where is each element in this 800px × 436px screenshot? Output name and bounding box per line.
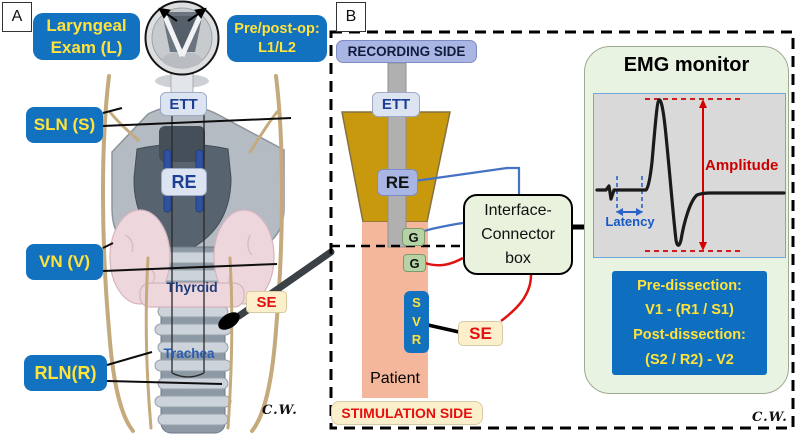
latency-arrowhead-left [616, 208, 623, 216]
ett-text-b: ETT [381, 96, 411, 113]
ett-text-a: ETT [169, 95, 198, 113]
ett-label-b: ETT [372, 92, 420, 117]
se-label-b: SE [458, 321, 503, 346]
signature-b-text: C.W. [752, 410, 788, 425]
laryngoscopy-view-icon [144, 0, 220, 76]
ett-tube-b [387, 62, 407, 248]
re-label-b: RE [377, 169, 418, 196]
trachea-text: Trachea [163, 346, 215, 361]
latency-text: Latency [605, 214, 655, 229]
se-text-b: SE [469, 323, 492, 343]
panel-b-tag: B [336, 2, 366, 32]
svr-s: S [412, 294, 421, 310]
ground-bottom-text: G [409, 255, 420, 271]
recording-side-label: RECORDING SIDE [336, 40, 477, 63]
pre-dissection-title: Pre-dissection: [637, 277, 742, 294]
ground-top-text: G [408, 229, 419, 245]
latency-arrowhead-right [636, 208, 643, 216]
ett-label-a: ETT [160, 92, 207, 116]
trachea-label: Trachea [139, 346, 239, 361]
amplitude-label: Amplitude [705, 157, 778, 174]
emg-monitor-title: EMG monitor [584, 54, 789, 77]
signature-a: C.W. [262, 403, 298, 418]
label-pointer-lines [102, 107, 292, 385]
patient-label: Patient [362, 370, 428, 388]
neck-anatomy-illustration [101, 65, 335, 434]
post-dissection-formula: (S2 / R2) - V2 [645, 351, 734, 368]
ground-bottom-wire [424, 256, 464, 267]
amplitude-text: Amplitude [705, 157, 779, 174]
interface-line1: Interface- [484, 201, 552, 219]
amplitude-arrowhead-top [699, 99, 707, 108]
connection-wires [414, 166, 586, 334]
emg-waveform [595, 98, 786, 247]
pre-post-op-label: Pre/post-op: L1/L2 [227, 15, 327, 62]
svr-r: R [411, 332, 422, 348]
signature-a-text: C.W. [262, 403, 298, 418]
vocal-fold-arrows-icon [158, 7, 207, 22]
thyroid-gland [109, 209, 275, 308]
re-wire [414, 166, 521, 197]
panel-a-tag-text: A [11, 8, 23, 25]
re-text-a: RE [171, 171, 197, 192]
pre-post-op-line2: L1/L2 [258, 39, 296, 56]
latency-markers [616, 176, 643, 213]
vn-label: VN (V) [26, 244, 103, 280]
recording-side-text: RECORDING SIDE [347, 44, 466, 59]
svr-v: V [412, 313, 421, 329]
pre-post-op-line1: Pre/post-op: [234, 21, 320, 38]
ground-electrode-top: G [402, 228, 425, 246]
interface-line3: box [505, 249, 531, 267]
emg-waveform-plot [595, 98, 786, 252]
laryngeal-exam-line2: Exam (L) [50, 37, 123, 57]
signature-b: C.W. [752, 410, 788, 425]
panel-a-tag: A [2, 2, 32, 32]
re-label-a: RE [161, 168, 207, 196]
re-text-b: RE [385, 172, 410, 192]
patient-text: Patient [370, 370, 420, 387]
laryngeal-exam-label: Laryngeal Exam (L) [33, 13, 140, 60]
panel-b-border [329, 30, 795, 430]
thyroid-text: Thyroid [166, 279, 218, 295]
interface-line2: Connector [481, 225, 555, 243]
svr-stimulator-label: S V R [404, 291, 429, 353]
se-text-a: SE [256, 293, 277, 311]
sln-text: SLN (S) [33, 115, 96, 135]
ground-top-wire [423, 221, 464, 233]
panel-b-tag-text: B [345, 8, 357, 25]
thyroid-label: Thyroid [142, 279, 242, 295]
laryngeal-exam-line1: Laryngeal [46, 16, 127, 36]
ground-electrode-bottom: G [403, 254, 426, 272]
pre-dissection-formula: V1 - (R1 / S1) [645, 302, 734, 319]
stimulation-side-text: STIMULATION SIDE [341, 405, 473, 421]
emg-title-text: EMG monitor [623, 54, 750, 76]
latency-label: Latency [598, 214, 662, 229]
post-dissection-title: Post-dissection: [633, 327, 746, 343]
interface-connector-box: Interface- Connector box [463, 194, 573, 275]
se-wire [500, 274, 533, 322]
rln-label: RLN(R) [24, 355, 107, 391]
dissection-formula-box: Pre-dissection: V1 - (R1 / S1) Post-diss… [612, 271, 767, 375]
se-label-a: SE [246, 291, 287, 313]
rln-text: RLN(R) [34, 362, 97, 383]
vn-text: VN (V) [39, 252, 90, 272]
emg-screen [593, 93, 786, 258]
svr-se-cable [427, 323, 460, 334]
stimulation-side-label: STIMULATION SIDE [331, 401, 483, 425]
sln-label: SLN (S) [26, 107, 103, 143]
amplitude-arrowhead-bottom [699, 242, 707, 251]
amplitude-markers [645, 98, 740, 252]
